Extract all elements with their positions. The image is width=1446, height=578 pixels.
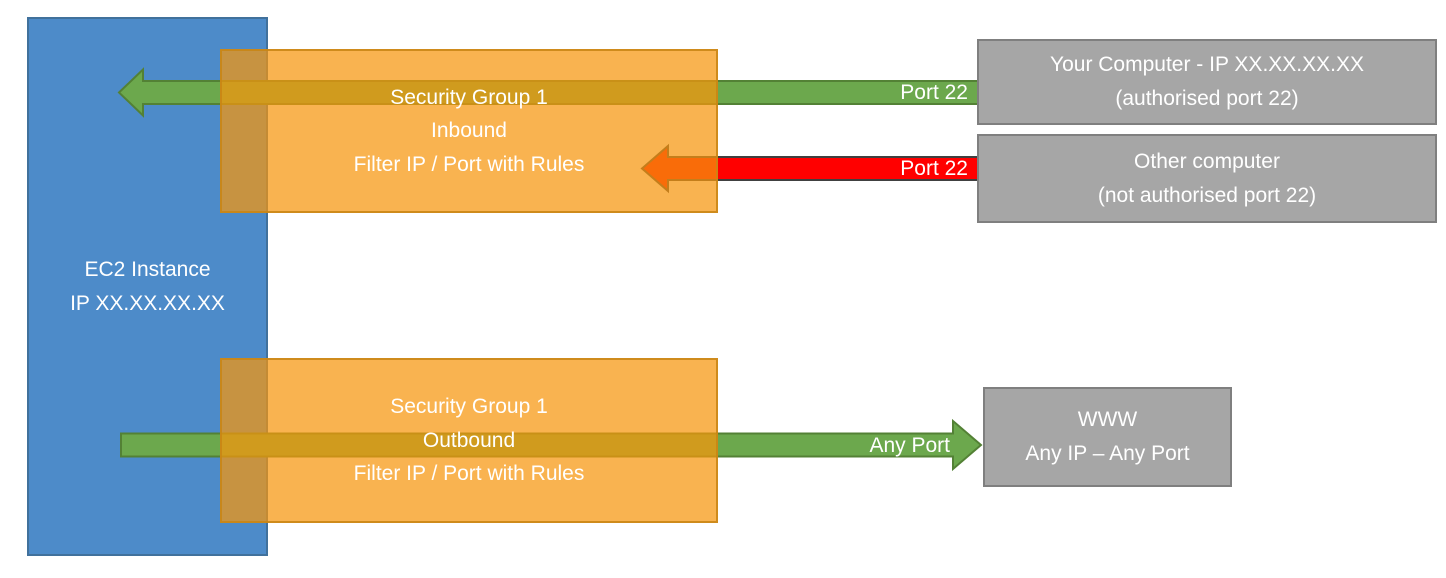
inbound-sg-direction: Inbound	[431, 119, 507, 143]
inbound-sg-description: Filter IP / Port with Rules	[353, 152, 585, 176]
www-subtitle: Any IP – Any Port	[1025, 442, 1190, 465]
other-computer-title: Other computer	[1134, 149, 1280, 173]
inbound-allowed-port-label: Port 22	[900, 81, 968, 104]
outbound-security-group-box: Security Group 1 Outbound Filter IP / Po…	[220, 358, 718, 523]
outbound-port-label: Any Port	[869, 434, 950, 457]
other-computer-box: Other computer (not authorised port 22)	[977, 134, 1437, 223]
outbound-sg-title: Security Group 1	[390, 395, 548, 419]
your-computer-title: Your Computer - IP XX.XX.XX.XX	[1050, 53, 1364, 77]
inbound-security-group-box: Security Group 1 Inbound Filter IP / Por…	[220, 49, 718, 213]
other-computer-subtitle: (not authorised port 22)	[1097, 183, 1317, 207]
www-box: WWW Any IP – Any Port	[983, 387, 1232, 487]
ec2-instance-name: EC2 Instance	[84, 257, 211, 281]
ec2-instance-ip: IP XX.XX.XX.XX	[70, 291, 225, 315]
your-computer-subtitle: (authorised port 22)	[1115, 87, 1299, 110]
inbound-sg-title: Security Group 1	[390, 85, 548, 109]
outbound-sg-direction: Outbound	[422, 428, 516, 452]
www-title: WWW	[1077, 408, 1138, 432]
your-computer-box: Your Computer - IP XX.XX.XX.XX (authoris…	[977, 39, 1437, 125]
outbound-sg-description: Filter IP / Port with Rules	[353, 462, 585, 486]
inbound-blocked-port-label: Port 22	[900, 157, 968, 180]
